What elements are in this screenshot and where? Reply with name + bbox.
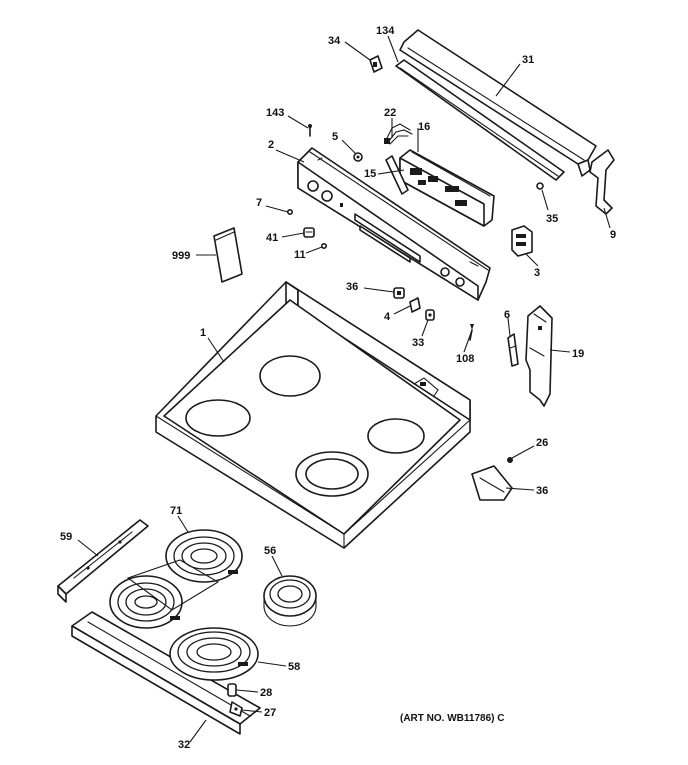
callout-32: 32 xyxy=(178,739,190,751)
cooktop-part xyxy=(155,281,471,549)
knob-41-part xyxy=(303,227,315,238)
callout-5: 5 xyxy=(332,131,338,143)
screw-7-part xyxy=(286,209,293,216)
control-panel-part xyxy=(297,147,491,301)
callout-41: 41 xyxy=(266,232,278,244)
burner-58-part xyxy=(169,627,259,681)
literature-999-part xyxy=(213,227,243,283)
callout-labels: 34 134 31 143 5 22 16 2 15 7 41 11 35 9 … xyxy=(60,25,616,751)
clip-33-part xyxy=(425,309,435,321)
clip-27-part xyxy=(229,701,243,717)
clip-5-part xyxy=(353,152,363,162)
end-cap-part xyxy=(589,149,615,215)
receptacle-28-part xyxy=(227,683,237,697)
callout-27: 27 xyxy=(264,707,276,719)
callout-71: 71 xyxy=(170,505,182,517)
clip-35-part xyxy=(536,182,544,190)
side-bracket-part xyxy=(525,305,553,407)
leader-lines xyxy=(77,35,611,743)
trim-strip-part xyxy=(395,59,565,181)
callout-35: 35 xyxy=(546,213,558,225)
callout-31: 31 xyxy=(522,54,534,66)
callout-22: 22 xyxy=(384,107,396,119)
callout-134: 134 xyxy=(376,25,395,37)
callout-58: 58 xyxy=(288,661,300,673)
callout-15: 15 xyxy=(364,168,376,180)
callout-3: 3 xyxy=(534,267,540,279)
callout-34: 34 xyxy=(328,35,341,47)
callout-143: 143 xyxy=(266,107,284,119)
callout-28: 28 xyxy=(260,687,272,699)
hinge-6-part xyxy=(507,333,519,367)
callout-36-lower: 36 xyxy=(536,485,548,497)
screw-26-part xyxy=(507,457,513,463)
terminal-block-part xyxy=(511,225,533,257)
screw-143-part xyxy=(308,124,312,137)
wiring-harness-part xyxy=(384,123,413,145)
callout-1: 1 xyxy=(200,327,206,339)
callout-59: 59 xyxy=(60,531,72,543)
control-bracket-part xyxy=(385,155,409,195)
callout-6: 6 xyxy=(504,309,510,321)
screw-108-part xyxy=(469,324,474,341)
knob-36-part xyxy=(393,287,405,299)
callout-19: 19 xyxy=(572,348,584,360)
callout-26: 26 xyxy=(536,437,548,449)
burner-assembly-71-part xyxy=(109,529,243,629)
callout-56: 56 xyxy=(264,545,276,557)
burner-support-32-part xyxy=(71,611,261,735)
electronic-control-part xyxy=(399,149,495,227)
burner-bracket-59-part xyxy=(57,519,149,603)
clip-34-part xyxy=(369,55,383,73)
art-number: (ART NO. WB11786) C xyxy=(400,713,504,724)
callout-16: 16 xyxy=(418,121,430,133)
callout-11: 11 xyxy=(294,249,306,261)
callout-33: 33 xyxy=(412,337,424,349)
clip-4-part xyxy=(409,297,421,313)
callout-7: 7 xyxy=(256,197,262,209)
callout-999: 999 xyxy=(172,250,190,262)
burner-56-part xyxy=(263,575,317,627)
callout-9: 9 xyxy=(610,229,616,241)
callout-36-upper: 36 xyxy=(346,281,358,293)
backsplash-cap-part xyxy=(399,29,597,177)
knob-36-lower-part xyxy=(471,465,513,501)
callout-2: 2 xyxy=(268,139,274,151)
callout-4: 4 xyxy=(384,311,391,323)
screw-11-part xyxy=(320,243,327,250)
callout-108: 108 xyxy=(456,353,474,365)
